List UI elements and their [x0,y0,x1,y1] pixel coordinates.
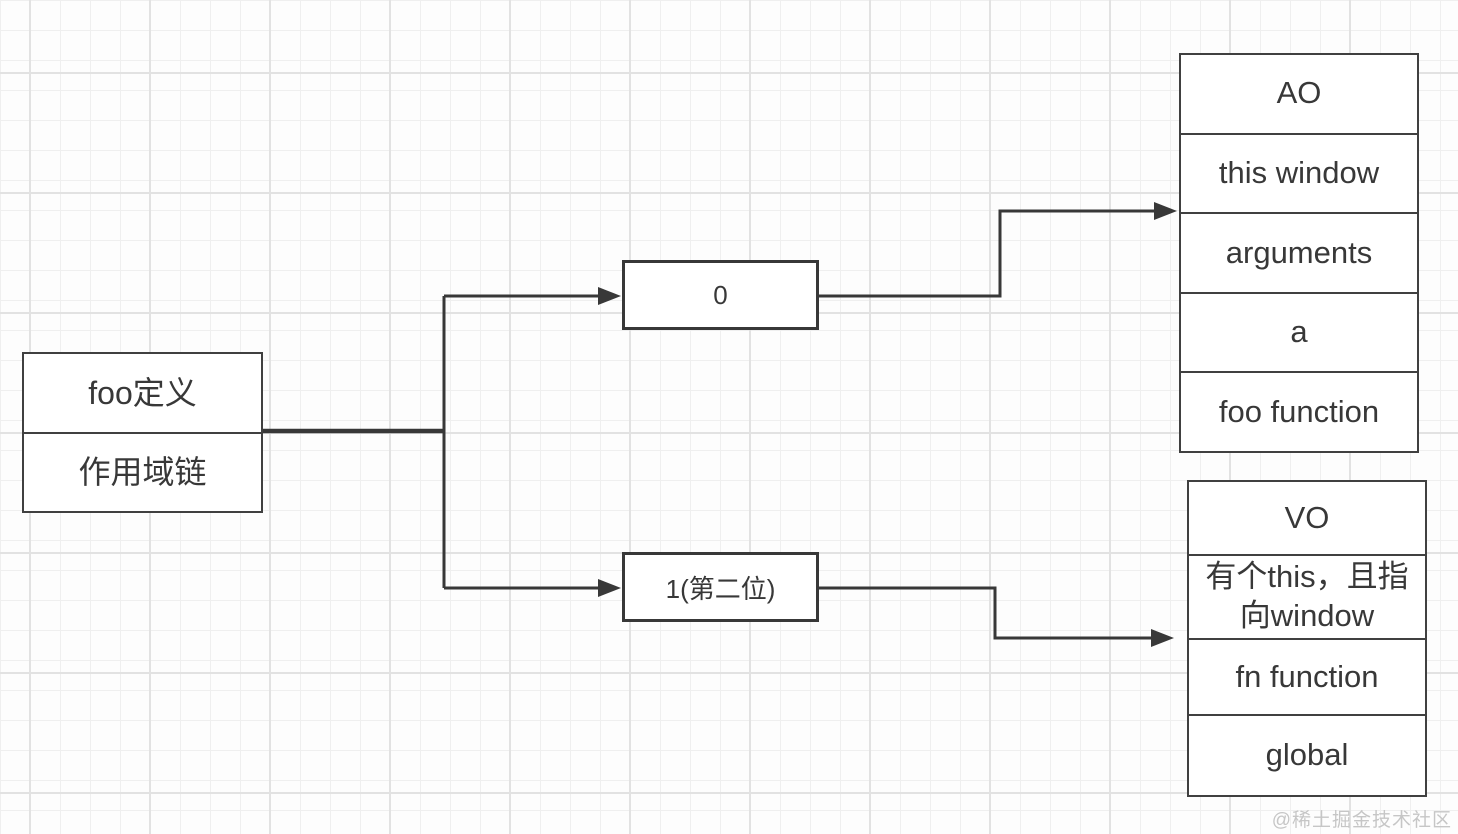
vo-row-this-window: 有个this，且指向window [1189,554,1425,638]
vo-row-global: global [1189,714,1425,795]
foo-definition-box: foo定义 作用域链 [22,352,263,513]
ao-row-foo-function: foo function [1181,371,1417,451]
connector-node1-to-vo [819,586,1152,640]
juejin-watermark: @稀土掘金技术社区 [1271,810,1452,831]
scope-index-1-node: 1(第二位) [622,552,819,622]
arrowhead-node0-icon [598,287,621,305]
scope-index-1-label: 1(第二位) [665,573,776,604]
arrowhead-node1-icon [598,579,621,597]
ao-row-arguments: arguments [1181,212,1417,292]
vo-title: VO [1284,499,1330,535]
vo-row-fn-function: fn function [1189,638,1425,714]
scope-chain-label: 作用域链 [24,431,261,512]
foo-definition-label: foo定义 [88,374,197,411]
connector-node0-to-ao [819,209,1155,298]
ao-row-a: a [1181,291,1417,372]
scope-index-0-node: 0 [622,260,819,330]
arrowhead-vo-icon [1151,629,1174,647]
ao-table: AO this window arguments a foo function [1179,53,1419,453]
vo-table: VO 有个this，且指向window fn function global [1187,480,1427,797]
scope-index-0-label: 0 [713,279,728,310]
ao-row-this-window: this window [1181,132,1417,213]
ao-title: AO [1276,75,1322,111]
arrowhead-ao-icon [1154,202,1177,220]
